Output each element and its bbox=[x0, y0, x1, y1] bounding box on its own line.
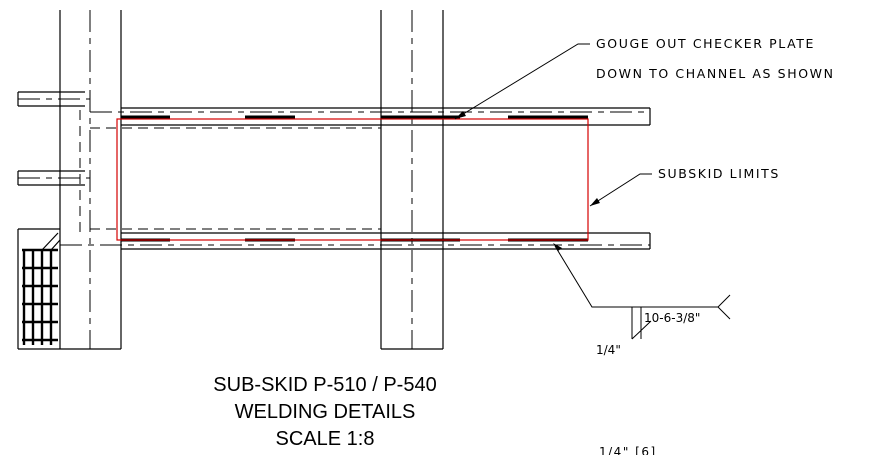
top-horizontal-channel bbox=[90, 107, 651, 129]
subskid-limits-note: SUBSKID LIMITS bbox=[658, 166, 780, 181]
left-vertical-member bbox=[59, 10, 122, 350]
partial-size-label: 1/4" [6] bbox=[599, 445, 657, 455]
title-line3: SCALE 1:8 bbox=[276, 428, 375, 450]
subskid-limits-outline bbox=[116, 118, 589, 241]
left-stub-middle bbox=[17, 170, 90, 186]
gouge-note-line2: DOWN TO CHANNEL AS SHOWN bbox=[596, 66, 835, 81]
right-vertical-member bbox=[380, 10, 444, 350]
subskid-leader bbox=[589, 173, 652, 207]
weld-symbol bbox=[553, 243, 731, 340]
left-stub-top bbox=[17, 91, 90, 107]
bottom-horizontal-channel bbox=[60, 228, 651, 250]
gouge-leader bbox=[454, 43, 590, 120]
checker-plate-grid bbox=[22, 232, 61, 345]
gouge-note-line1: GOUGE OUT CHECKER PLATE bbox=[596, 36, 815, 51]
weld-length-pitch: 10-6-3/8" bbox=[644, 311, 700, 325]
title-line2: WELDING DETAILS bbox=[235, 401, 416, 423]
title-line1: SUB-SKID P-510 / P-540 bbox=[213, 374, 436, 396]
weld-fillet-size: 1/4" bbox=[596, 343, 621, 357]
left-stub-bottom bbox=[17, 228, 60, 350]
